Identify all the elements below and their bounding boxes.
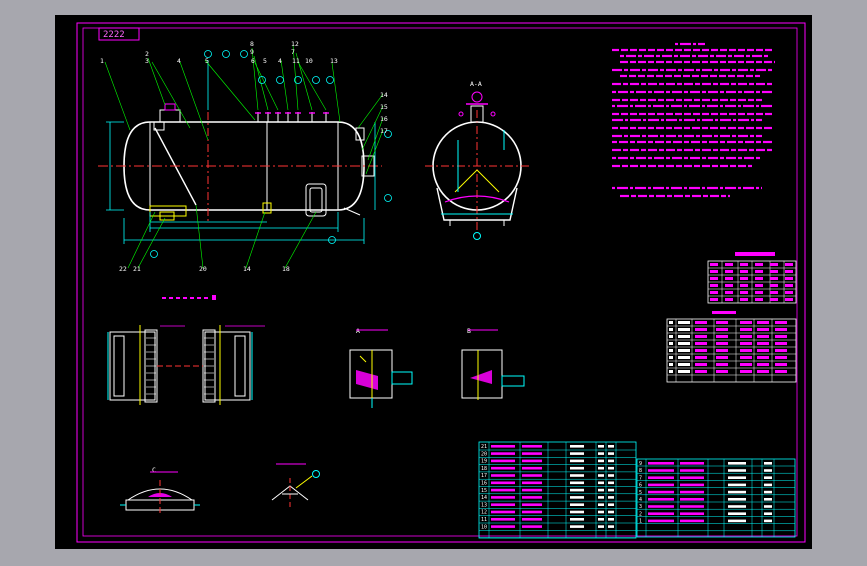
svg-text:C: C — [152, 466, 156, 474]
svg-text:21: 21 — [133, 265, 141, 273]
svg-text:9: 9 — [250, 48, 254, 56]
svg-text:11: 11 — [292, 57, 300, 65]
design-data-table — [707, 252, 797, 304]
svg-text:8: 8 — [639, 468, 642, 474]
section-label-dashes — [162, 295, 216, 300]
svg-text:1: 1 — [639, 519, 642, 525]
svg-text:20: 20 — [481, 451, 487, 457]
svg-text:2: 2 — [145, 50, 149, 58]
svg-text:14: 14 — [243, 265, 251, 273]
svg-text:3: 3 — [145, 57, 149, 65]
svg-text:4: 4 — [278, 57, 282, 65]
svg-text:6: 6 — [251, 57, 255, 65]
technical-notes — [612, 42, 775, 198]
svg-text:13: 13 — [330, 57, 338, 65]
svg-text:8: 8 — [250, 40, 254, 48]
svg-text:22: 22 — [119, 265, 127, 273]
svg-text:6: 6 — [639, 483, 642, 489]
svg-text:7: 7 — [291, 48, 295, 56]
svg-text:17: 17 — [380, 127, 388, 135]
detail-c-saddle: C — [120, 466, 200, 514]
weld-detail-a: A — [349, 327, 413, 408]
svg-text:7: 7 — [639, 475, 642, 481]
svg-text:5: 5 — [205, 57, 209, 65]
svg-text:15: 15 — [380, 103, 388, 111]
drawing-border — [76, 22, 806, 543]
svg-text:12: 12 — [291, 40, 299, 48]
svg-text:15: 15 — [481, 488, 487, 494]
svg-text:10: 10 — [305, 57, 313, 65]
svg-text:4: 4 — [639, 497, 642, 503]
svg-text:A: A — [356, 327, 360, 335]
svg-text:10: 10 — [481, 524, 487, 530]
svg-text:12: 12 — [481, 510, 487, 516]
drawing-inner-border — [82, 27, 798, 537]
svg-text:13: 13 — [481, 502, 487, 508]
svg-text:9: 9 — [639, 461, 642, 467]
svg-text:5: 5 — [639, 490, 642, 496]
svg-text:2: 2 — [639, 511, 642, 517]
vessel-end-section-view: A-A — [425, 80, 529, 240]
svg-text:3: 3 — [639, 504, 642, 510]
svg-text:20: 20 — [199, 265, 207, 273]
svg-text:14: 14 — [481, 495, 487, 501]
end-view-title: A-A — [470, 80, 482, 88]
support-detail-view — [107, 325, 265, 405]
svg-text:19: 19 — [481, 459, 487, 465]
nozzle-table — [666, 311, 797, 383]
svg-text:16: 16 — [380, 115, 388, 123]
detail-d-fitting — [271, 463, 320, 508]
svg-text:18: 18 — [481, 466, 487, 472]
svg-text:B: B — [467, 327, 471, 335]
drawing-code: 2222 — [103, 30, 125, 40]
svg-text:16: 16 — [481, 481, 487, 487]
svg-text:5: 5 — [263, 57, 267, 65]
svg-text:17: 17 — [481, 473, 487, 479]
svg-text:11: 11 — [481, 517, 487, 523]
weld-detail-b: B — [461, 327, 525, 400]
svg-text:18: 18 — [282, 265, 290, 273]
svg-text:21: 21 — [481, 444, 487, 450]
svg-text:1: 1 — [100, 57, 104, 65]
vessel-elevation-view: 1 2 3 4 5 8 9 12 7 6 5 4 11 10 13 14 15 … — [98, 40, 392, 273]
drawing-code-box: 2222 — [98, 27, 140, 41]
svg-text:4: 4 — [177, 57, 181, 65]
svg-text:14: 14 — [380, 91, 388, 99]
drawing-paper — [55, 15, 812, 549]
